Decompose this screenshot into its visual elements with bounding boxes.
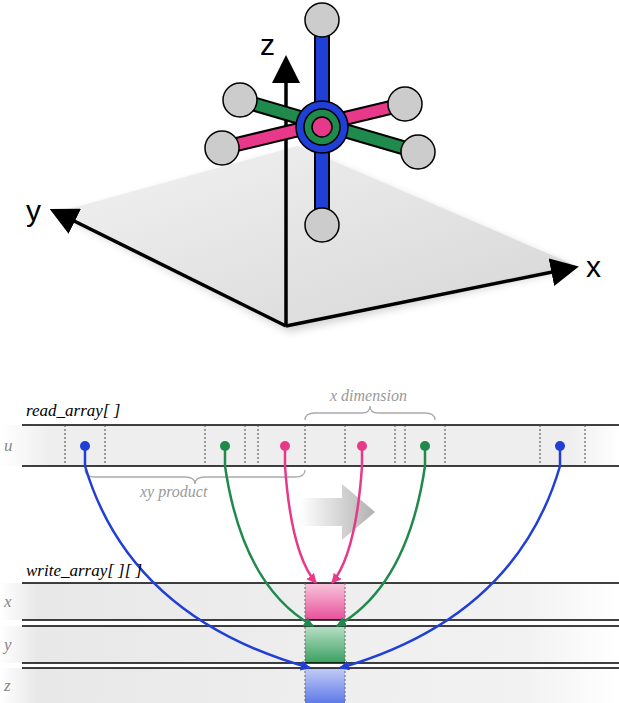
band-label: u (4, 437, 13, 454)
dimension-label: xy product (140, 484, 207, 500)
dimension-label: x dimension (330, 388, 407, 404)
axis-label: y (26, 196, 41, 226)
array-band: x (0, 583, 619, 620)
access-arrow (337, 466, 425, 626)
array-band: y (0, 626, 619, 663)
access-arrow (285, 466, 316, 583)
access-arrow (225, 466, 313, 626)
band-label: y (4, 636, 12, 653)
access-arrow (332, 466, 362, 583)
band-label: x (4, 593, 12, 610)
array-band: u (0, 425, 619, 466)
axis-label: x (586, 252, 601, 282)
array-band: z (0, 668, 619, 703)
array-name: read_array[ ] (26, 402, 120, 419)
axis-label: z (260, 30, 275, 60)
access-arrow (340, 466, 560, 668)
band-label: z (4, 677, 11, 694)
array-name: write_array[ ][ ] (26, 562, 142, 579)
